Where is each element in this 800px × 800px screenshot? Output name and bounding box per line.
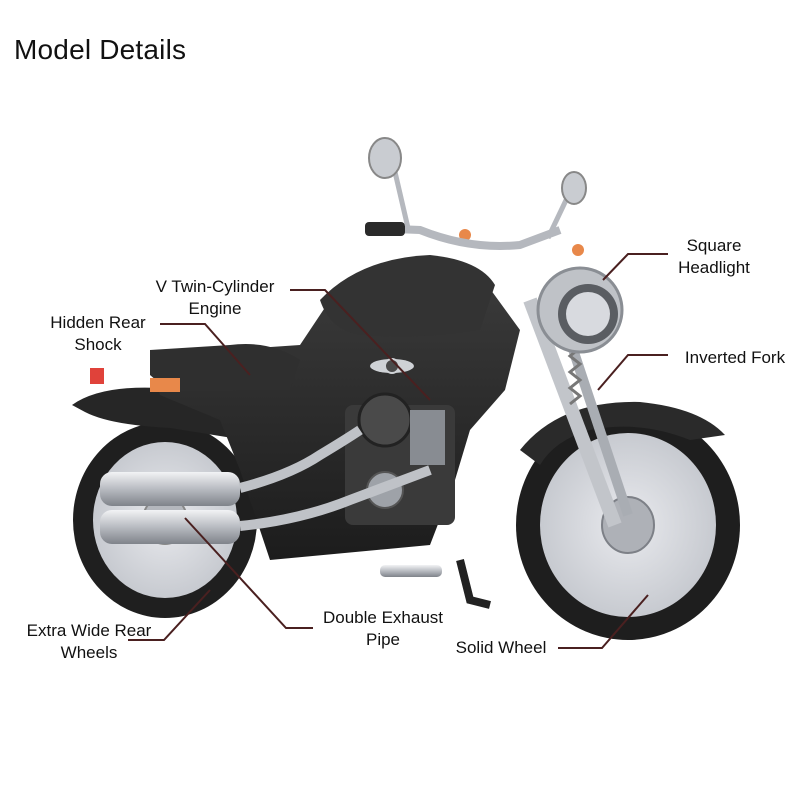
callout-v-twin-engine: V Twin-Cylinder Engine — [140, 276, 290, 320]
callout-square-headlight: Square Headlight — [668, 235, 760, 279]
callout-line-solid-wheel — [558, 594, 649, 649]
callout-rear-wheels-line1: Extra Wide Rear — [26, 621, 152, 640]
callout-inverted-fork: Inverted Fork — [674, 347, 796, 369]
callout-solid-wheel: Solid Wheel — [446, 637, 556, 659]
callout-extra-wide-rear-wheels: Extra Wide Rear Wheels — [14, 620, 164, 664]
callout-hidden-shock-line1: Hidden Rear — [50, 313, 146, 332]
callout-headlight-line1: Square — [686, 236, 742, 255]
headlight — [459, 229, 624, 354]
callout-solid-wheel-line1: Solid Wheel — [455, 638, 547, 657]
callout-v-twin-line2: Engine — [188, 299, 242, 318]
fuel-tank — [320, 255, 495, 337]
footrest-bar — [380, 565, 442, 577]
callout-line-rear-wheels — [128, 589, 211, 641]
rear-orange-block — [150, 378, 180, 392]
page-title: Model Details — [14, 34, 187, 65]
callout-hidden-rear-shock: Hidden Rear Shock — [38, 312, 158, 356]
callout-inverted-fork-line1: Inverted Fork — [684, 348, 786, 367]
callout-headlight-line2: Headlight — [678, 258, 750, 277]
callout-double-exhaust-pipe: Double Exhaust Pipe — [310, 607, 456, 651]
callout-line-inverted-fork — [597, 354, 668, 391]
engine — [345, 392, 455, 525]
callout-rear-wheels-line2: Wheels — [60, 643, 118, 662]
callout-line-v-twin — [290, 289, 431, 401]
callout-v-twin-line1: V Twin-Cylinder — [155, 277, 275, 296]
callout-hidden-shock-line2: Shock — [74, 335, 122, 354]
front-wheel — [516, 410, 740, 640]
callout-line-exhaust — [184, 517, 313, 629]
callout-line-hidden-shock — [160, 323, 251, 376]
callout-exhaust-line1: Double Exhaust — [322, 608, 444, 627]
callout-exhaust-line2: Pipe — [365, 630, 401, 649]
tail-light — [90, 368, 104, 384]
exhaust-pipes — [100, 425, 432, 544]
handlebars — [365, 137, 587, 250]
callout-line-headlight — [602, 253, 668, 281]
seat — [150, 344, 300, 392]
kickstand — [456, 559, 491, 609]
